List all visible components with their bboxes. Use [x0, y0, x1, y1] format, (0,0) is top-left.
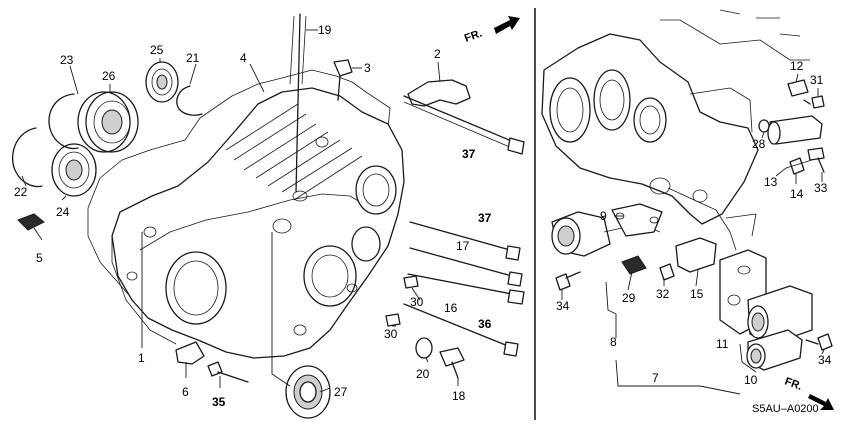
callout-3: 3 [364, 61, 371, 75]
gasket-9 [611, 203, 663, 237]
front-direction-arrow-top: FR. [463, 16, 520, 45]
callout-19: 19 [318, 23, 332, 37]
bolt-34-a [555, 271, 581, 291]
callout-20: 20 [416, 367, 430, 381]
o-ring-28 [758, 119, 770, 133]
needle-bearing [145, 61, 179, 103]
callout-6: 6 [182, 385, 189, 399]
bracket-small [175, 341, 205, 365]
callout-30-lower: 30 [384, 327, 398, 341]
front-direction-arrow-bottom: FR. [783, 376, 834, 410]
callout-23: 23 [60, 53, 74, 67]
callout-5: 5 [36, 251, 43, 265]
snap-ring-small [12, 127, 43, 188]
fr-label-bottom: FR. [783, 376, 804, 393]
bracket-12 [787, 79, 809, 97]
callout-9: 9 [600, 209, 607, 223]
callout-37-lower: 37 [478, 211, 492, 225]
callout-30-upper: 30 [410, 295, 424, 309]
callout-35: 35 [212, 395, 226, 409]
callout-labels: 19 3 2 4 25 21 23 26 22 24 5 1 6 35 27 3… [14, 23, 832, 409]
flange-bolt [207, 361, 249, 383]
stud-bolt [289, 13, 307, 193]
long-bolt-upper [403, 95, 525, 155]
callout-16: 16 [444, 301, 458, 315]
callout-25: 25 [150, 43, 164, 57]
callout-22: 22 [14, 185, 28, 199]
clip [17, 213, 45, 231]
clip-14 [789, 157, 805, 175]
dowel-pin-2 [385, 313, 401, 327]
fr-label-top: FR. [463, 27, 484, 44]
leader-lines-left [21, 29, 459, 393]
callout-26: 26 [102, 69, 116, 83]
long-bolts-right [403, 221, 525, 357]
callout-34-left: 34 [556, 299, 570, 313]
bolt-34-b [805, 333, 833, 351]
callout-28: 28 [752, 137, 766, 151]
callout-17: 17 [456, 239, 470, 253]
callout-32: 32 [656, 287, 670, 301]
callout-10: 10 [744, 373, 758, 387]
callout-13: 13 [764, 175, 778, 189]
bearing-large [77, 91, 139, 153]
oil-seal [285, 365, 331, 419]
callout-34-right: 34 [818, 353, 832, 367]
snap-ring-large [48, 93, 79, 150]
fitting-bolt [333, 59, 353, 101]
drain-plug [439, 347, 465, 379]
solenoid-bracket-15 [675, 237, 717, 273]
sealing-washer [415, 337, 433, 359]
callout-11: 11 [716, 337, 729, 351]
callout-31: 31 [810, 73, 824, 87]
diagram-code: S5AU–A0200 [752, 403, 819, 415]
callout-33: 33 [814, 181, 828, 195]
clip-29 [621, 255, 647, 275]
callout-37-upper: 37 [462, 147, 476, 161]
snap-ring-21 [176, 85, 203, 116]
dowel-pin [403, 275, 419, 289]
callout-4: 4 [240, 51, 247, 65]
callout-12: 12 [790, 59, 804, 73]
callout-8: 8 [610, 335, 617, 349]
callout-2: 2 [434, 47, 441, 61]
leader-lines-right [561, 73, 825, 395]
transmission-case [111, 87, 405, 359]
second-housing [541, 9, 810, 251]
bolt-31 [803, 95, 825, 109]
callout-29: 29 [622, 291, 636, 305]
callout-7: 7 [652, 371, 659, 385]
callout-18: 18 [452, 389, 466, 403]
bolt-32 [659, 263, 675, 281]
callout-14: 14 [790, 187, 804, 201]
callout-27: 27 [334, 385, 348, 399]
shift-solenoid [551, 211, 661, 257]
solenoid-shaft [767, 115, 825, 173]
bearing-small [51, 143, 97, 197]
solenoid-body-10 [746, 285, 813, 371]
callout-1: 1 [138, 351, 145, 365]
callout-24: 24 [56, 205, 70, 219]
callout-15: 15 [690, 287, 704, 301]
callout-36: 36 [478, 317, 492, 331]
callout-21: 21 [186, 51, 200, 65]
